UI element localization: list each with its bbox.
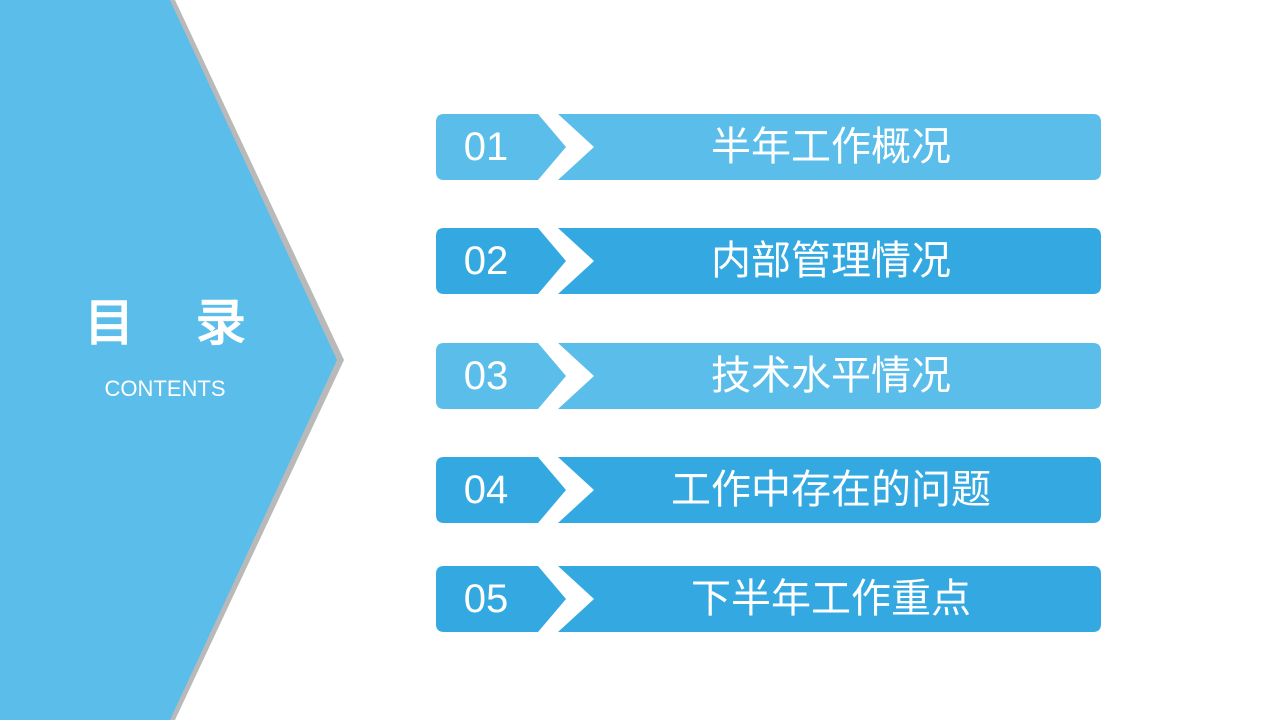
side-panel-shadow: [0, 0, 344, 720]
toc-item-number: 01: [463, 125, 509, 169]
toc-item-label: 下半年工作重点: [691, 576, 971, 622]
side-panel-shape: [0, 0, 337, 720]
toc-item-label: 技术水平情况: [711, 353, 951, 399]
toc-title: 目 录: [84, 294, 268, 352]
toc-item-number: 04: [463, 468, 509, 512]
toc-item-02[interactable]: 02 内部管理情况: [436, 228, 1101, 294]
toc-item-number: 02: [463, 239, 509, 283]
label-banner: [558, 228, 1101, 294]
toc-item-03[interactable]: 03 技术水平情况: [436, 343, 1101, 409]
toc-list: 01 半年工作概况 02 内部管理情况 03 技术水平情况 04 工作中存在的问…: [436, 114, 1101, 634]
toc-item-number: 03: [463, 354, 509, 398]
toc-item-label: 内部管理情况: [711, 238, 951, 284]
toc-item-bar: [436, 343, 1101, 409]
toc-item-bar: [436, 114, 1101, 180]
label-banner: [558, 566, 1101, 632]
toc-item-bar: [436, 457, 1101, 523]
toc-subtitle: CONTENTS: [104, 376, 226, 401]
number-tab: [436, 228, 566, 294]
number-tab: [436, 457, 566, 523]
toc-item-number: 05: [463, 577, 509, 621]
label-banner: [558, 343, 1101, 409]
toc-item-01[interactable]: 01 半年工作概况: [436, 114, 1101, 180]
toc-item-04[interactable]: 04 工作中存在的问题: [436, 457, 1101, 523]
toc-item-label: 工作中存在的问题: [671, 467, 991, 513]
toc-item-05[interactable]: 05 下半年工作重点: [436, 566, 1101, 632]
toc-item-bar: [436, 228, 1101, 294]
label-banner: [558, 457, 1101, 523]
label-banner: [558, 114, 1101, 180]
toc-item-bar: [436, 566, 1101, 632]
number-tab: [436, 566, 566, 632]
number-tab: [436, 114, 566, 180]
number-tab: [436, 343, 566, 409]
toc-item-label: 半年工作概况: [711, 124, 951, 170]
